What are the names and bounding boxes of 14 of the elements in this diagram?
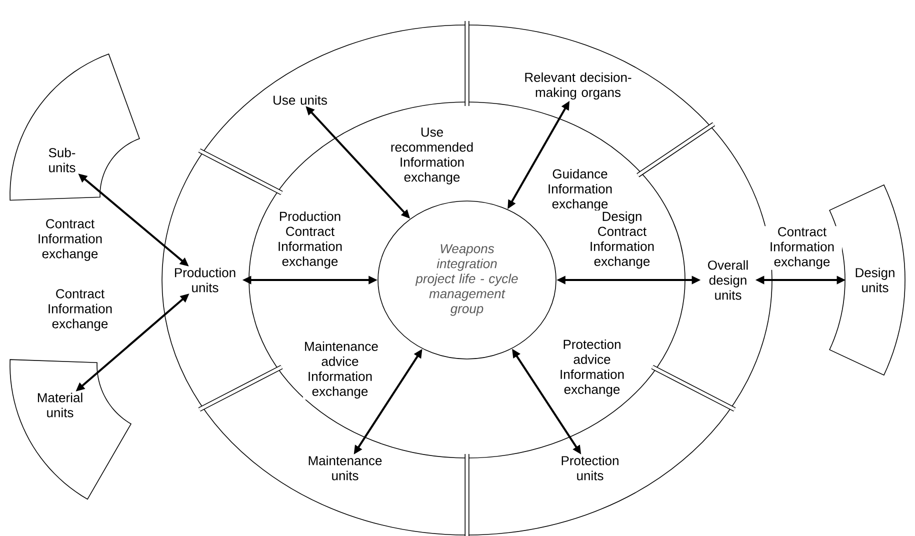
unit-label: Maintenance units — [308, 456, 382, 480]
edge-label: Contract Information exchange — [762, 226, 842, 270]
edge-label: Design Contract Information exchange — [581, 210, 663, 270]
unit-label: Overall design units — [708, 260, 748, 300]
edge-label: Contract Information exchange — [22, 218, 118, 262]
edge-label: Contract Information exchange — [32, 288, 128, 332]
edge-label: Protection advice Information exchange — [556, 338, 628, 398]
unit-label: Production units — [175, 268, 236, 292]
edge-label: Production Contract Information exchange — [270, 210, 350, 270]
unit-label: Protection units — [562, 456, 618, 480]
edge-label: Maintenance advice Information exchange — [303, 340, 378, 400]
unit-label: Use units — [274, 95, 327, 105]
edge-label: Use recommended Information exchange — [388, 126, 476, 186]
unit-label: Relevant decision-making organs — [525, 72, 632, 100]
